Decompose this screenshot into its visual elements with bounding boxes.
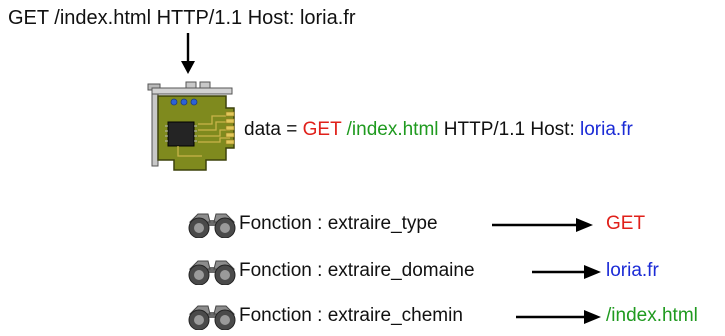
data-assignment-line: data = GET /index.html HTTP/1.1 Host: lo… [244,119,633,141]
function-result: /index.html [606,305,698,326]
network-card-icon [147,81,235,171]
arrow-right-icon [516,310,601,324]
function-row-type: Fonction : extraire_type GET [186,210,706,240]
arrow-right-icon [532,265,601,279]
data-path: /index.html [346,119,439,140]
function-result: loria.fr [606,260,659,281]
data-prefix: data = [244,119,303,140]
arrow-down-icon [181,33,195,74]
function-result: GET [606,213,646,234]
binoculars-icon [188,305,236,330]
function-label: Fonction : extraire_type [239,213,438,234]
function-label: Fonction : extraire_chemin [239,305,463,326]
http-request-text: GET /index.html HTTP/1.1 Host: loria.fr [8,7,356,29]
binoculars-icon [188,213,236,238]
binoculars-icon [188,260,236,285]
data-protocol: HTTP/1.1 Host: [443,119,575,140]
data-host: loria.fr [580,119,633,140]
arrow-right-icon [492,218,593,232]
data-method: GET [302,119,342,140]
function-label: Fonction : extraire_domaine [239,260,475,281]
function-row-chemin: Fonction : extraire_chemin /index.html [186,302,711,332]
function-row-domaine: Fonction : extraire_domaine loria.fr [186,257,706,287]
